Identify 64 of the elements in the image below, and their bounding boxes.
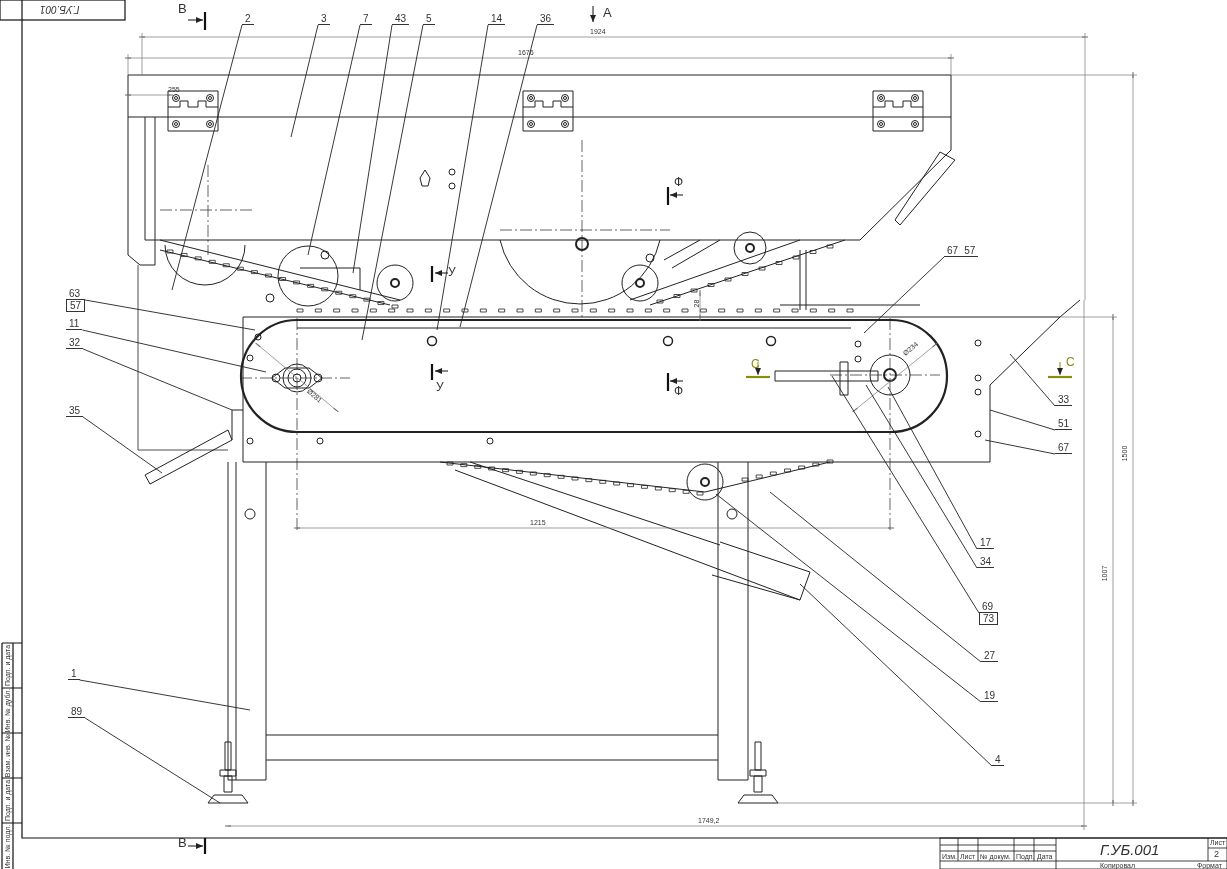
callout-number: 43 (392, 13, 410, 25)
leader-line (831, 375, 980, 614)
callout-number: 73 (979, 613, 999, 625)
callout-number: 89 (68, 706, 86, 718)
section-letter: A (603, 6, 612, 19)
callout-number: 19 (981, 690, 999, 702)
leader-line (82, 348, 233, 411)
leader-line (1009, 353, 1056, 407)
section-letter: У (436, 381, 444, 393)
callout-number: 3 (318, 13, 330, 25)
callout-number: 34 (977, 556, 995, 568)
callout-number: 67 (1055, 442, 1073, 454)
callout-shelf (944, 245, 979, 257)
leader-line (865, 384, 978, 569)
callout-number: 35 (66, 405, 84, 417)
leader-line (984, 439, 1056, 455)
leader-line (84, 717, 221, 804)
section-letter: B (178, 2, 187, 15)
callout-number: 17 (977, 537, 995, 549)
leader-line (459, 24, 538, 328)
leader-line (79, 679, 251, 711)
callout-number: 51 (1055, 418, 1073, 430)
leader-line (81, 329, 267, 373)
callout-number: 4 (992, 754, 1004, 766)
callout-number: 57 (66, 300, 86, 312)
leader-line (863, 256, 945, 334)
callout-number: 1 (68, 668, 80, 680)
callout-number: 11 (66, 318, 83, 330)
leader-line (352, 24, 393, 274)
callout-number: 69 (979, 601, 999, 613)
leader-line (307, 24, 361, 256)
leader-line (82, 416, 163, 474)
drawing-number: Г.УБ.001 (1100, 842, 1160, 857)
leader-line (171, 24, 243, 291)
section-letter: C (751, 358, 760, 370)
section-letter: C (1066, 356, 1075, 368)
callout-number: 36 (537, 13, 555, 25)
leader-line (769, 491, 982, 663)
callout-number: 2 (242, 13, 254, 25)
drawing-number: Г.УБ.001 (40, 4, 80, 14)
leader-line (361, 24, 424, 341)
callout-number: 57 (963, 245, 977, 256)
section-letter: Ф (674, 176, 684, 188)
leader-line (887, 386, 978, 550)
callout-number: 32 (66, 337, 84, 349)
callout-number: 33 (1055, 394, 1073, 406)
callout-stack (979, 601, 999, 625)
sheet-number: 2 (1214, 850, 1219, 859)
section-letter: У (448, 266, 456, 278)
callout-number: 14 (488, 13, 506, 25)
leader-line (715, 493, 982, 703)
leader-line (799, 583, 993, 767)
leader-line (290, 24, 319, 138)
section-letter: B (178, 836, 187, 849)
leader-line (84, 299, 256, 331)
callout-number: 67 (946, 245, 960, 256)
callout-number: 5 (423, 13, 435, 25)
section-letter: Ф (674, 385, 684, 397)
callout-number: 27 (981, 650, 999, 662)
callout-stack (66, 288, 86, 312)
callout-number: 7 (360, 13, 372, 25)
leader-line (989, 409, 1056, 431)
callout-number: 63 (66, 288, 86, 300)
leader-line (436, 24, 489, 331)
